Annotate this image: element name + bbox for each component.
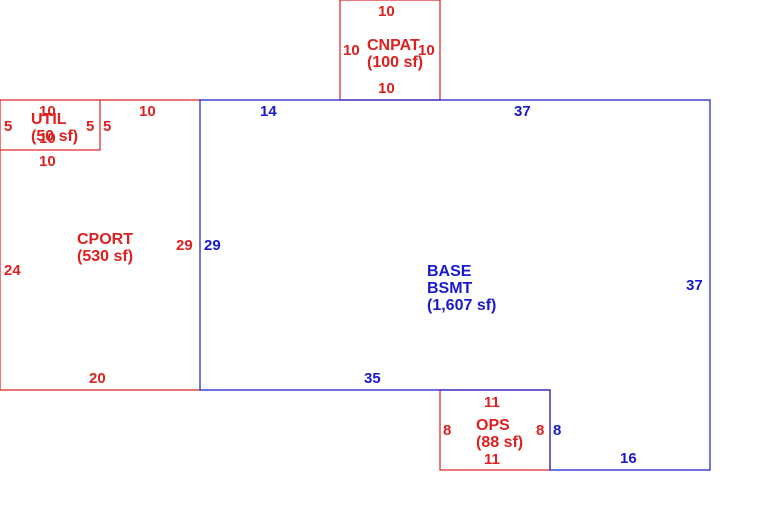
- cport-dim-left: 24: [4, 262, 21, 279]
- util-dim-left: 5: [4, 118, 12, 135]
- cnpat-name: CNPAT: [367, 37, 420, 54]
- cnpat-dim-bottom: 10: [378, 80, 395, 97]
- cnpat-dim-top: 10: [378, 3, 395, 20]
- util-dim-top-overlap: 10: [39, 130, 56, 147]
- cnpat-area: (100 sf): [367, 54, 423, 71]
- base-area: (1,607 sf): [427, 297, 496, 314]
- cport-name: CPORT: [77, 231, 133, 248]
- base-dim-right-lower: 8: [553, 422, 561, 439]
- util-dim-right: 5: [86, 118, 94, 135]
- ops-dim-bottom: 11: [484, 451, 500, 468]
- cport-dim-bottom: 20: [89, 370, 106, 387]
- base-dim-bottom-left: 35: [364, 370, 381, 387]
- base-dim-bottom-right: 16: [620, 450, 637, 467]
- util-dim-top: 10: [39, 103, 56, 120]
- base-dim-left: 29: [204, 237, 221, 254]
- util-outline: [0, 99, 101, 151]
- base-name-line2: BSMT: [427, 280, 473, 297]
- cport-dim-right: 29: [176, 237, 193, 254]
- cport-outline: [0, 99, 200, 391]
- ops-dim-right: 8: [536, 422, 544, 439]
- util-dim-bottom: 10: [39, 153, 56, 170]
- cport-dim-top: 10: [139, 103, 156, 120]
- base-outline: [199, 99, 711, 471]
- base-dim-top-left: 14: [260, 103, 277, 120]
- cnpat-dim-right: 10: [418, 42, 435, 59]
- util-dim-right-outer: 5: [103, 118, 111, 135]
- ops-dim-left: 8: [443, 422, 451, 439]
- base-name-line1: BASE: [427, 263, 472, 280]
- base-dim-top-right: 37: [514, 103, 531, 120]
- ops-area: (88 sf): [476, 434, 523, 451]
- util-name: UTIL: [31, 111, 67, 128]
- util-area: (50 sf): [31, 128, 78, 145]
- cport-area: (530 sf): [77, 248, 133, 265]
- ops-name: OPS: [476, 417, 510, 434]
- ops-dim-top: 11: [484, 394, 500, 411]
- cnpat-dim-left: 10: [343, 42, 360, 59]
- base-dim-right: 37: [686, 277, 703, 294]
